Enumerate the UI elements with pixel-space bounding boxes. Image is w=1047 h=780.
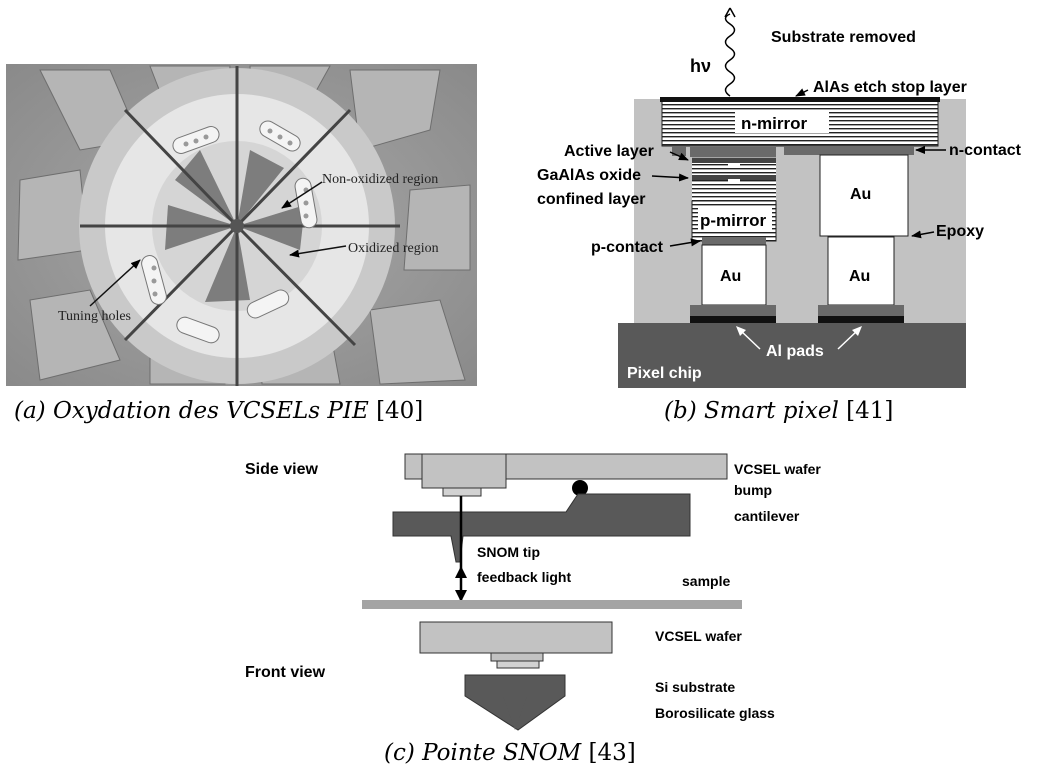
caption-c: (c) Pointe SNOM [43] [384,740,636,766]
label-n-contact: n-contact [949,142,1022,159]
label-front-view: Front view [245,664,326,681]
label-cantilever: cantilever [734,508,800,524]
caption-b: (b) Smart pixel [41] [664,398,893,424]
label-side-view: Side view [245,461,318,478]
caption-a-text: (a) Oxydation des VCSELs PIE [14,398,369,424]
label-oxidized: Oxidized region [348,241,439,256]
label-p-mirror: p-mirror [700,211,767,230]
label-substrate-removed: Substrate removed [771,29,916,46]
label-bump: bump [734,482,772,498]
label-etch-stop: AlAs etch stop layer [813,79,967,96]
label-oxide-line1: GaAlAs oxide [537,167,641,184]
label-feedback-light: feedback light [477,569,571,585]
label-non-oxidized: Non-oxidized region [322,172,438,187]
photo-oxidation: Non-oxidized region Oxidized region Tuni… [6,64,477,386]
label-vcsel-wafer-side: VCSEL wafer [734,461,821,477]
caption-c-ref: [43] [588,740,636,766]
label-p-contact: p-contact [591,239,664,256]
label-borosilicate: Borosilicate glass [655,705,775,721]
label-hv: hν [690,56,711,76]
label-au-right: Au [849,268,870,285]
label-oxide-line2: confined layer [537,191,645,208]
caption-b-ref: [41] [846,398,894,424]
label-snom-tip: SNOM tip [477,544,540,560]
label-pixel-chip: Pixel chip [627,365,702,382]
label-tuning-holes: Tuning holes [58,309,131,324]
label-epoxy: Epoxy [936,223,984,240]
diagram-smart-pixel: Pixel chip n-mirror p-mirror Au Au Au [537,7,1022,388]
caption-a-ref: [40] [376,398,424,424]
label-n-mirror: n-mirror [741,114,808,133]
label-sample: sample [682,573,730,589]
caption-a: (a) Oxydation des VCSELs PIE [40] [14,398,423,424]
caption-c-text: (c) Pointe SNOM [384,740,582,766]
diagram-snom: Side view VCSEL wafer bump cantilever SN… [245,453,821,731]
label-si-substrate: Si substrate [655,679,735,695]
label-vcsel-wafer-front: VCSEL wafer [655,628,742,644]
label-active-layer: Active layer [564,143,654,160]
label-au-left: Au [720,268,741,285]
label-au-upper: Au [850,186,871,203]
caption-b-text: (b) Smart pixel [664,398,839,424]
label-al-pads: Al pads [766,343,824,360]
